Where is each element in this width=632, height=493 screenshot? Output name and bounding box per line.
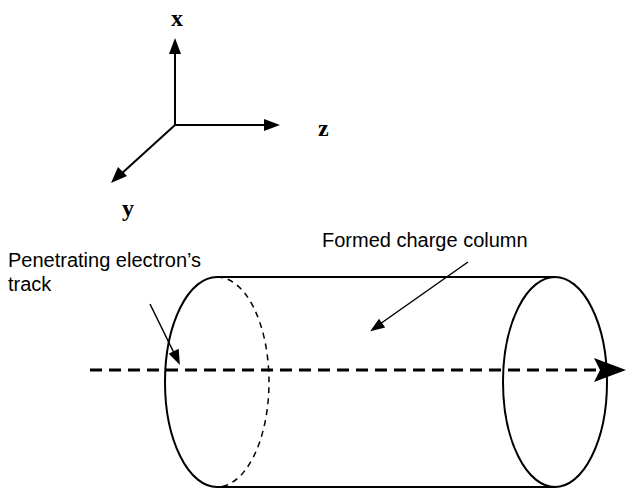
arrow-head bbox=[264, 119, 280, 131]
cylinder-edge bbox=[217, 276, 555, 278]
arrow-head bbox=[111, 167, 127, 183]
axes bbox=[120, 50, 268, 175]
leader-line bbox=[380, 262, 468, 324]
z-axis bbox=[175, 124, 268, 126]
ellipse-hidden bbox=[217, 277, 269, 487]
dashed-track bbox=[90, 369, 596, 372]
leader-line bbox=[150, 304, 175, 355]
cylinder-edge bbox=[217, 486, 555, 488]
ellipse-front bbox=[165, 277, 217, 487]
axis-heads bbox=[111, 38, 280, 183]
callout-label: Penetrating electron’s track bbox=[8, 248, 248, 296]
ellipse-end bbox=[503, 277, 607, 487]
axis-label: y bbox=[122, 196, 134, 220]
arrow-head bbox=[372, 320, 384, 330]
axis-label: z bbox=[318, 116, 329, 140]
arrow-head bbox=[170, 350, 179, 363]
arrow-head bbox=[169, 38, 181, 54]
axis-label: x bbox=[171, 6, 183, 30]
x-axis bbox=[174, 50, 176, 125]
leaders bbox=[150, 262, 468, 363]
cylinder bbox=[165, 277, 607, 487]
arrow-head bbox=[594, 358, 626, 382]
callout-label: Formed charge column bbox=[322, 228, 528, 252]
y-axis bbox=[120, 125, 175, 175]
electron-track bbox=[90, 358, 626, 382]
